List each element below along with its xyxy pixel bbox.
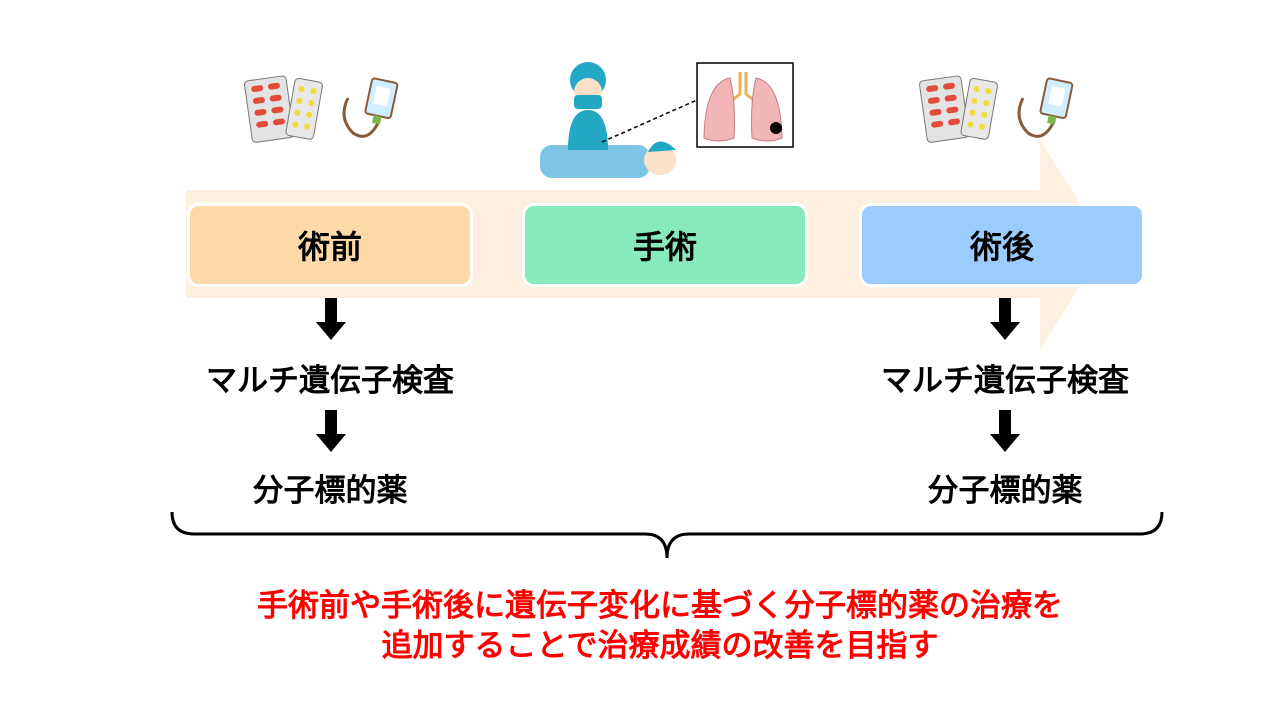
- medication-illustration-post: [919, 75, 1074, 143]
- post-multigene-test: マルチ遺伝子検査: [881, 363, 1129, 399]
- down-arrow-icon: [990, 410, 1020, 452]
- conclusion-line-1: 手術前や手術後に遺伝子変化に基づく分子標的薬の治療を: [257, 588, 1063, 624]
- down-arrow-icon: [316, 410, 346, 452]
- medication-illustration-pre: [244, 75, 399, 143]
- down-arrow-icon: [990, 298, 1020, 340]
- pre-multigene-test: マルチ遺伝子検査: [206, 363, 454, 399]
- stage-label: 術後: [969, 228, 1034, 266]
- stage-label: 術前: [297, 228, 362, 266]
- stage-surgery: 手術: [522, 203, 808, 287]
- stage-postoperative: 術後: [859, 203, 1145, 287]
- surgery-illustration: [540, 62, 794, 178]
- stage-label: 手術: [632, 228, 697, 266]
- pre-targeted-drug: 分子標的薬: [252, 473, 408, 509]
- stage-preoperative: 術前: [187, 203, 473, 287]
- post-targeted-drug: 分子標的薬: [927, 473, 1083, 509]
- down-arrow-icon: [316, 298, 346, 340]
- conclusion-line-2: 追加することで治療成績の改善を目指す: [381, 628, 939, 664]
